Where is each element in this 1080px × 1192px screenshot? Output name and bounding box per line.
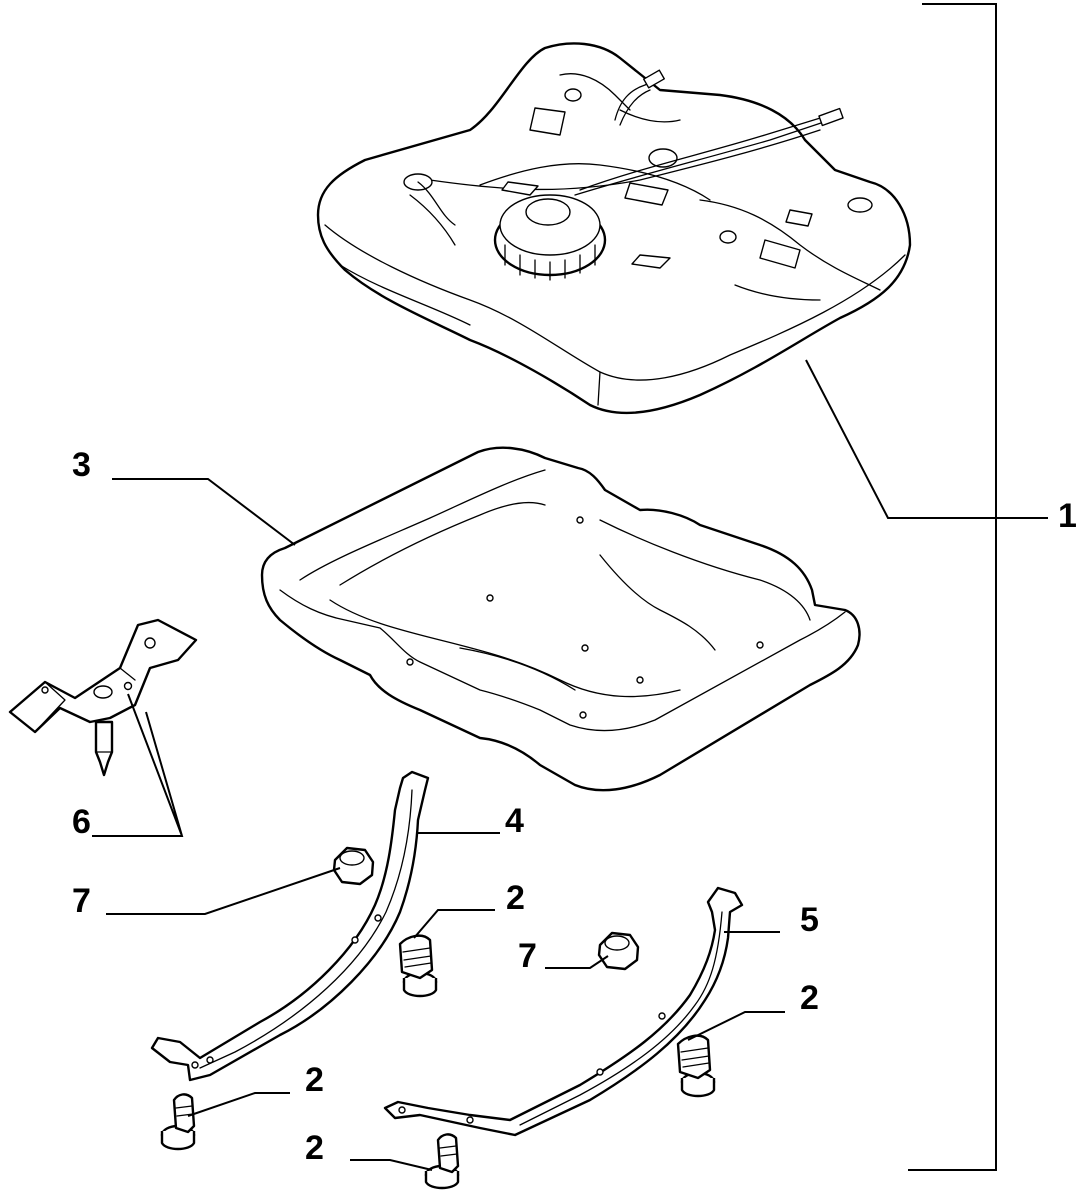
leader-line-2b [687, 1011, 785, 1041]
callout-6: 6 [72, 803, 91, 841]
callout-2a: 2 [506, 879, 525, 917]
bracket [8, 618, 198, 777]
nut-left [332, 846, 375, 886]
callout-4: 4 [505, 802, 524, 840]
leader-line-3 [112, 478, 296, 546]
callout-2d: 2 [305, 1129, 324, 1167]
bolt-left [160, 1093, 196, 1151]
callout-1: 1 [1058, 497, 1077, 535]
leader-line-7a [106, 867, 341, 915]
callout-7a: 7 [72, 882, 91, 920]
strap-left [150, 770, 430, 1082]
nut-right [597, 931, 640, 971]
bolt-right [676, 1034, 716, 1098]
callout-7b: 7 [518, 937, 537, 975]
callout-2b: 2 [800, 979, 819, 1017]
callout-5: 5 [800, 901, 819, 939]
assembly-bracket-line [908, 3, 997, 1171]
bolt-center [398, 934, 438, 998]
callout-3: 3 [72, 446, 91, 484]
leader-line-2c [187, 1092, 290, 1117]
heat-shield [260, 446, 861, 792]
leader-line-2a [413, 909, 495, 939]
leader-line-2d [350, 1159, 433, 1171]
bolt-bottom [424, 1133, 460, 1190]
leader-line-7b [545, 955, 609, 969]
leader-line-6 [92, 693, 184, 837]
leader-line-1 [805, 359, 1048, 519]
callout-2c: 2 [305, 1061, 324, 1099]
fuel-tank [316, 42, 912, 415]
strap-right [383, 886, 744, 1137]
